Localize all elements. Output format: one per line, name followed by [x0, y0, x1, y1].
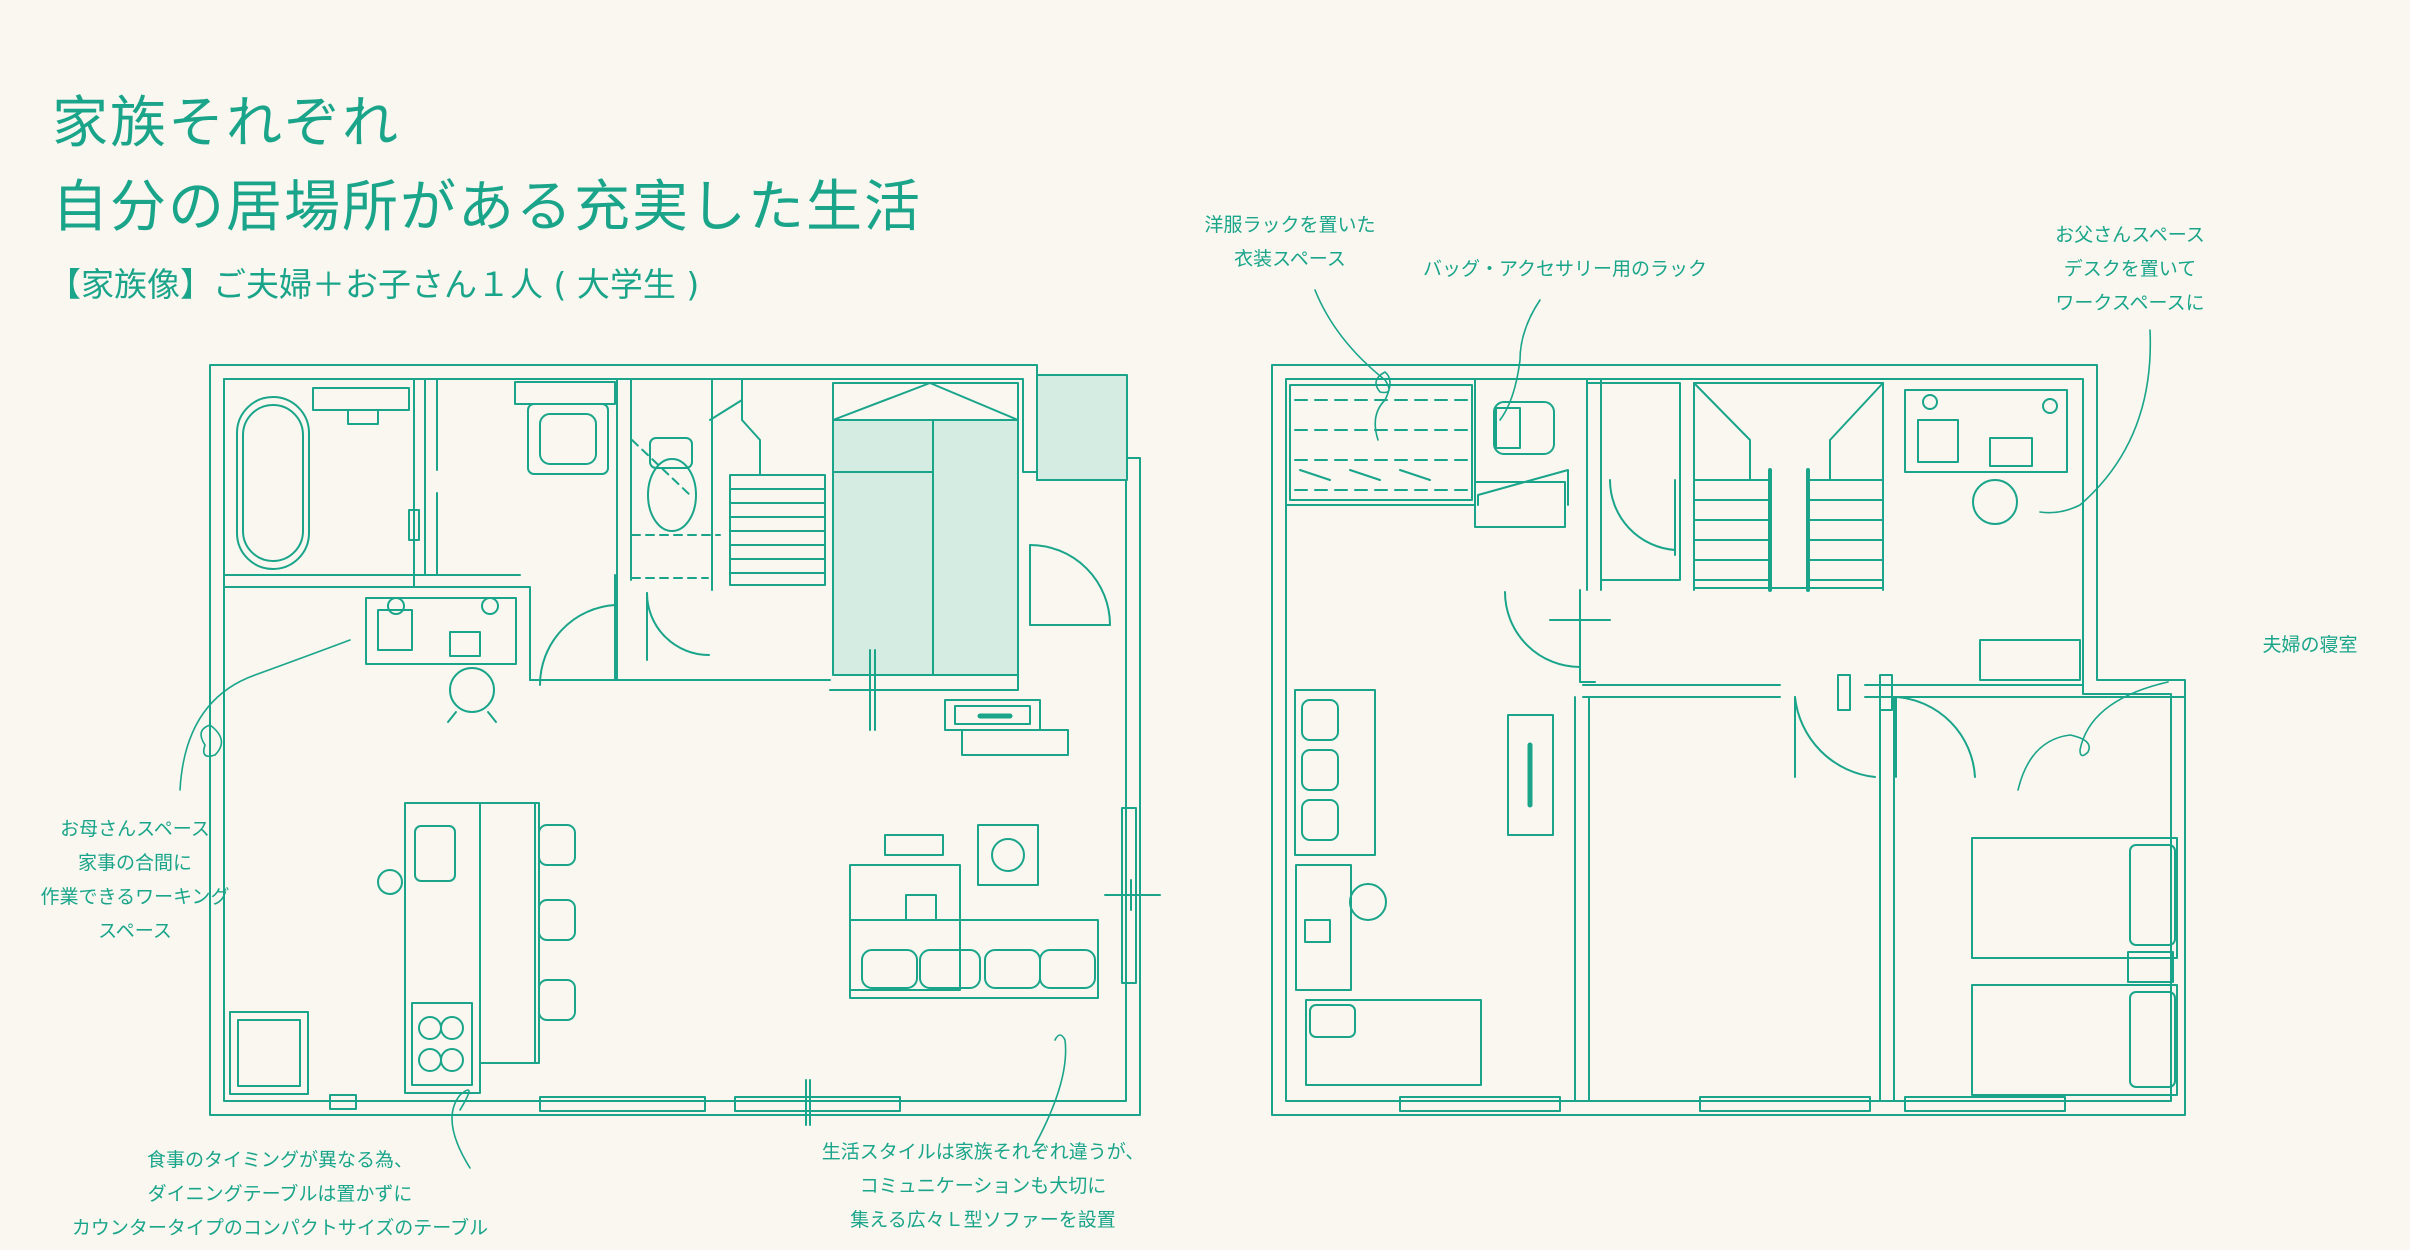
child-bed	[1305, 999, 1482, 1086]
mother-desk	[365, 597, 517, 665]
side-table	[977, 824, 1039, 886]
note-dining-line-1: 食事のタイミングが異なる為、	[146, 1149, 413, 1171]
washbasin	[527, 403, 609, 475]
stool	[538, 824, 576, 866]
window	[1904, 1096, 2066, 1112]
note-sofa-line-3: 集える広々Ｌ型ソファーを設置	[850, 1209, 1116, 1231]
note-father-line-1: お父さんスペース	[2055, 224, 2205, 246]
refrigerator	[229, 1011, 309, 1095]
title-line-1: 家族それぞれ	[52, 91, 400, 156]
title-line-2: 自分の居場所がある充実した生活	[52, 175, 922, 240]
note-mother-line-3: 作業できるワーキング	[40, 886, 230, 908]
note-bag-rack: バッグ・アクセサリー用のラック	[1415, 252, 1715, 286]
family-composition: 【家族像】ご夫婦＋お子さん１人 ( 大学生 )	[48, 265, 700, 304]
dining-counter	[479, 802, 536, 1064]
note-bedroom-line-1: 夫婦の寝室	[2262, 634, 2358, 656]
note-dining-line-3: カウンタータイプのコンパクトサイズのテーブル	[71, 1217, 489, 1239]
note-father-space: お父さんスペース デスクを置いて ワークスペースに	[2020, 218, 2240, 320]
kitchen-counter	[404, 802, 481, 1094]
second-floor-plan	[1271, 364, 2186, 1116]
window	[734, 1096, 901, 1112]
window	[1399, 1096, 1561, 1112]
note-mother-line-2: 家事の合間に	[77, 852, 192, 874]
note-sofa-line-1: 生活スタイルは家族それぞれ違うが、	[821, 1141, 1145, 1163]
stool	[538, 899, 576, 941]
toilet-2f	[1493, 401, 1555, 455]
window	[539, 1096, 706, 1112]
toilet-tank	[649, 437, 693, 469]
note-father-line-2: デスクを置いて	[2063, 258, 2197, 280]
note-sofa: 生活スタイルは家族それぞれ違うが、 コミュニケーションも大切に 集える広々Ｌ型ソ…	[808, 1135, 1158, 1237]
child-tv	[1507, 714, 1554, 836]
note-clothes-line-1: 洋服ラックを置いた	[1204, 214, 1376, 236]
note-mother-space: お母さんスペース 家事の合間に 作業できるワーキング スペース	[10, 812, 260, 948]
clothes-rack-area	[1289, 384, 1473, 501]
storage	[1036, 374, 1128, 481]
note-father-line-3: ワークスペースに	[2055, 292, 2205, 314]
child-sofa	[1294, 689, 1376, 856]
bag-rack	[1474, 481, 1566, 528]
window	[1699, 1096, 1871, 1112]
child-chair	[1349, 883, 1387, 921]
child-desk	[1295, 864, 1352, 991]
bathtub	[236, 396, 310, 570]
note-clothes-line-2: 衣装スペース	[1234, 248, 1346, 270]
annotation-leaders	[179, 289, 2169, 1169]
father-desk	[1904, 389, 2068, 473]
note-sofa-line-2: コミュニケーションも大切に	[859, 1175, 1107, 1197]
stair-upper	[1693, 382, 1884, 589]
toilet-bowl	[647, 458, 697, 532]
note-clothes-rack: 洋服ラックを置いた 衣装スペース	[1180, 208, 1400, 276]
note-dining-line-2: ダイニングテーブルは置かずに	[147, 1183, 413, 1205]
bed-2	[1971, 984, 2178, 1096]
note-dining: 食事のタイミングが異なる為、 ダイニングテーブルは置かずに カウンタータイプのコ…	[50, 1143, 510, 1245]
nightstand	[2127, 951, 2174, 983]
sofa-chaise	[849, 864, 961, 991]
note-mother-line-4: スペース	[98, 920, 172, 942]
father-chair	[1972, 479, 2018, 525]
note-master-bedroom: 夫婦の寝室	[2230, 628, 2390, 662]
note-mother-line-1: お母さんスペース	[60, 818, 210, 840]
bed-1	[1971, 837, 2178, 959]
sofa	[849, 919, 1099, 999]
mother-chair	[449, 667, 495, 713]
stool	[538, 979, 576, 1021]
first-floor-plan	[209, 364, 1161, 1126]
note-bag-line-1: バッグ・アクセサリー用のラック	[1422, 258, 1708, 280]
sink	[414, 825, 456, 882]
person-at-sink	[377, 869, 403, 895]
